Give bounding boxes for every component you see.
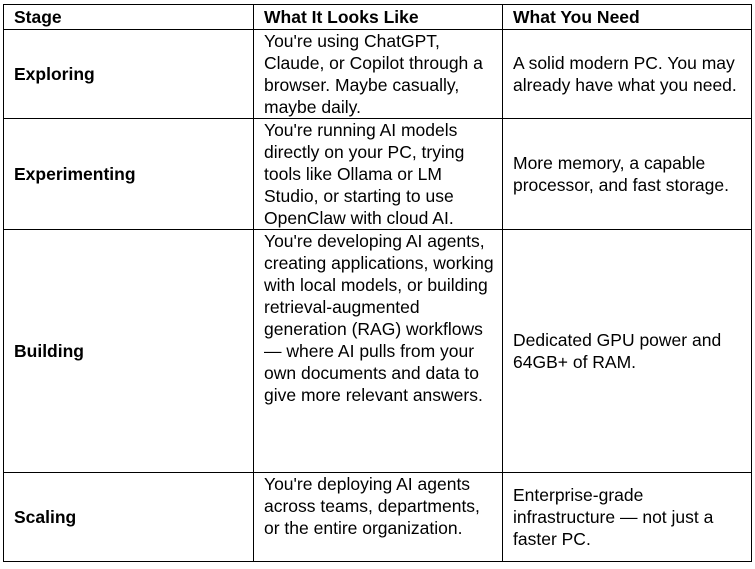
stage-cell: Scaling [3,472,254,562]
header-stage: Stage [3,4,254,30]
looks-like-cell: You're using ChatGPT, Claude, or Copilot… [253,29,503,119]
table-row: Building You're developing AI agents, cr… [3,229,752,473]
table-row: Exploring You're using ChatGPT, Claude, … [3,29,752,119]
header-what-it-looks-like: What It Looks Like [253,4,503,30]
looks-like-cell: You're deploying AI agents across teams,… [253,472,503,562]
stages-table: Stage What It Looks Like What You Need E… [3,4,752,562]
table-row: Scaling You're deploying AI agents acros… [3,472,752,562]
need-cell: A solid modern PC. You may already have … [502,29,752,119]
looks-like-cell: You're developing AI agents, creating ap… [253,229,503,473]
need-cell: Enterprise-grade infrastructure — not ju… [502,472,752,562]
need-cell: Dedicated GPU power and 64GB+ of RAM. [502,229,752,473]
looks-like-cell: You're running AI models directly on you… [253,118,503,230]
stage-cell: Exploring [3,29,254,119]
stage-cell: Experimenting [3,118,254,230]
stage-cell: Building [3,229,254,473]
need-cell: More memory, a capable processor, and fa… [502,118,752,230]
table-header-row: Stage What It Looks Like What You Need [3,4,752,30]
header-what-you-need: What You Need [502,4,752,30]
table-row: Experimenting You're running AI models d… [3,118,752,230]
